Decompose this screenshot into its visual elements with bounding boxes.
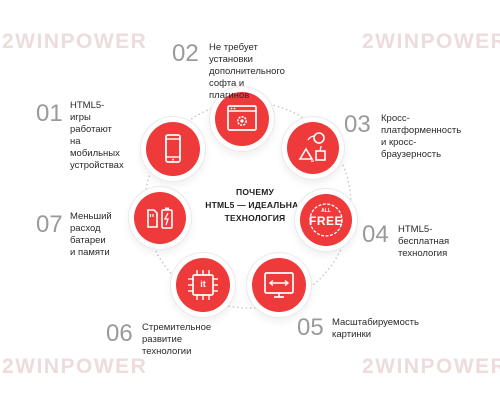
cross-platform-icon	[298, 132, 326, 162]
item-04-number: 04	[362, 221, 389, 248]
item-02-number: 02	[172, 40, 199, 67]
node-03	[287, 122, 339, 174]
smartphone-icon	[165, 134, 181, 163]
watermark-top-left: 2WINPOWER	[2, 30, 148, 53]
node-04: ALL FREE	[300, 194, 352, 246]
center-title-line1: ПОЧЕМУ	[236, 187, 274, 197]
node-06: it	[176, 258, 230, 312]
watermark-bottom-right: 2WINPOWER	[362, 355, 500, 378]
node-07	[134, 192, 186, 244]
chip-icon	[188, 270, 218, 300]
center-title-line3: ТЕХНОЛОГИЯ	[224, 213, 286, 223]
item-06-text: Стремительное развитие технологии	[142, 322, 212, 357]
center-title: ПОЧЕМУ HTML5 — ИДЕАЛЬНАЯ ТЕХНОЛОГИЯ	[190, 186, 320, 225]
item-07-number: 07	[36, 211, 63, 238]
free-badge-top: ALL	[321, 208, 331, 214]
scaling-screen-icon	[264, 272, 294, 298]
item-01-text: HTML5-игры работают на мобильных устройс…	[70, 100, 124, 171]
item-07-text: Меньший расход батареи и памяти	[70, 211, 112, 258]
settings-window-icon	[227, 105, 257, 131]
center-title-line2: HTML5 — ИДЕАЛЬНАЯ	[205, 200, 305, 210]
battery-memory-icon	[147, 207, 173, 229]
watermark-top-right: 2WINPOWER	[362, 30, 500, 53]
free-badge-main: FREE	[308, 214, 343, 228]
item-05-text: Масштабируемость картинки	[332, 317, 419, 340]
node-01	[146, 122, 200, 176]
item-06-number: 06	[106, 320, 133, 347]
chip-label: it	[200, 279, 206, 289]
item-03-text: Кросс- платформенность и кросс- браузерн…	[381, 113, 462, 160]
item-04-text: HTML5- бесплатная технология	[398, 224, 450, 259]
item-01-number: 01	[36, 100, 63, 127]
item-03-number: 03	[344, 111, 371, 138]
node-02	[215, 92, 269, 146]
item-02-text: Не требует установки дополнительного соф…	[209, 42, 285, 101]
free-badge-icon	[309, 203, 343, 237]
node-05	[252, 258, 306, 312]
watermark-bottom-left: 2WINPOWER	[2, 355, 148, 378]
item-05-number: 05	[297, 314, 324, 341]
